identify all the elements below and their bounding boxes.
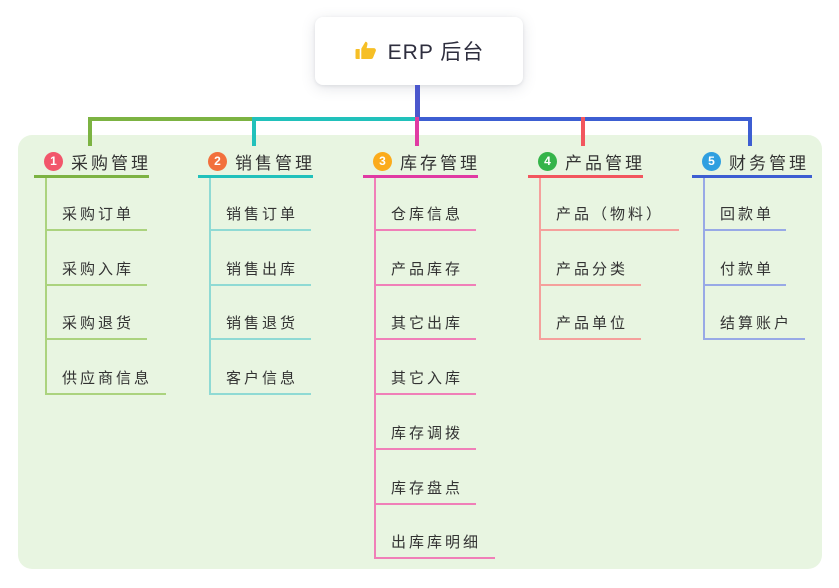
child-underline xyxy=(209,338,311,340)
branch-drop-2 xyxy=(252,117,256,146)
child-underline xyxy=(45,338,147,340)
branch-number-badge: 1 xyxy=(44,151,63,171)
child-node[interactable]: 销售出库 xyxy=(226,261,299,278)
branch-underline xyxy=(692,175,812,178)
branch-spine xyxy=(45,178,47,395)
child-node[interactable]: 销售退货 xyxy=(226,315,299,332)
child-underline xyxy=(209,229,311,231)
child-node[interactable]: 客户信息 xyxy=(226,370,299,387)
root-connector xyxy=(415,85,420,121)
root-node[interactable]: ERP 后台 xyxy=(315,17,523,85)
child-underline xyxy=(374,448,476,450)
background-panel xyxy=(18,135,822,569)
child-node[interactable]: 产品单位 xyxy=(556,315,629,332)
child-underline xyxy=(539,284,641,286)
child-underline xyxy=(703,338,805,340)
branch-underline xyxy=(363,175,478,178)
child-node[interactable]: 产品库存 xyxy=(391,261,464,278)
child-node[interactable]: 回款单 xyxy=(720,206,775,223)
child-node[interactable]: 其它入库 xyxy=(391,370,464,387)
branch-node-3[interactable]: 3 库存管理 xyxy=(373,148,480,174)
child-node[interactable]: 库存调拨 xyxy=(391,425,464,442)
branch-underline xyxy=(198,175,313,178)
child-underline xyxy=(374,229,476,231)
child-node[interactable]: 产品（物料） xyxy=(556,206,665,223)
branch-number-badge: 3 xyxy=(373,151,392,171)
child-node[interactable]: 产品分类 xyxy=(556,261,629,278)
child-underline xyxy=(374,393,476,395)
child-node[interactable]: 结算账户 xyxy=(720,315,793,332)
child-underline xyxy=(703,229,786,231)
child-underline xyxy=(703,284,786,286)
branch-underline xyxy=(528,175,643,178)
branch-spine xyxy=(374,178,376,559)
branch-drop-4 xyxy=(581,117,585,146)
child-node[interactable]: 采购订单 xyxy=(62,206,135,223)
branch-number-badge: 5 xyxy=(702,151,721,171)
branch-title: 库存管理 xyxy=(400,153,480,173)
root-label: ERP 后台 xyxy=(387,41,485,64)
child-node[interactable]: 采购入库 xyxy=(62,261,135,278)
child-underline xyxy=(539,338,641,340)
child-underline xyxy=(45,229,147,231)
child-node[interactable]: 出库库明细 xyxy=(391,534,482,551)
child-node[interactable]: 库存盘点 xyxy=(391,480,464,497)
child-underline xyxy=(374,557,495,559)
branch-title: 产品管理 xyxy=(565,153,645,173)
child-node[interactable]: 仓库信息 xyxy=(391,206,464,223)
child-underline xyxy=(374,284,476,286)
branch-drop-5 xyxy=(748,117,752,146)
child-node[interactable]: 付款单 xyxy=(720,261,775,278)
bus-segment-1 xyxy=(88,117,256,121)
branch-underline xyxy=(34,175,149,178)
branch-number-badge: 4 xyxy=(538,151,557,171)
child-node[interactable]: 供应商信息 xyxy=(62,370,153,387)
child-node[interactable]: 其它出库 xyxy=(391,315,464,332)
child-underline xyxy=(209,284,311,286)
branch-spine xyxy=(209,178,211,395)
child-node[interactable]: 采购退货 xyxy=(62,315,135,332)
branch-spine xyxy=(703,178,705,340)
bus-segment-2 xyxy=(252,117,419,121)
child-underline xyxy=(209,393,311,395)
branch-drop-1 xyxy=(88,117,92,146)
child-underline xyxy=(374,503,476,505)
branch-node-2[interactable]: 2 销售管理 xyxy=(208,148,315,174)
branch-drop-3 xyxy=(415,117,419,146)
child-underline xyxy=(374,338,476,340)
child-node[interactable]: 销售订单 xyxy=(226,206,299,223)
branch-node-1[interactable]: 1 采购管理 xyxy=(44,148,151,174)
branch-title: 采购管理 xyxy=(71,153,151,173)
child-underline xyxy=(45,284,147,286)
child-underline xyxy=(539,229,679,231)
branch-title: 销售管理 xyxy=(235,153,315,173)
thumbs-up-icon xyxy=(354,39,378,63)
child-underline xyxy=(45,393,166,395)
branch-node-4[interactable]: 4 产品管理 xyxy=(538,148,645,174)
branch-node-5[interactable]: 5 财务管理 xyxy=(702,148,809,174)
branch-spine xyxy=(539,178,541,340)
branch-title: 财务管理 xyxy=(729,153,809,173)
branch-number-badge: 2 xyxy=(208,151,227,171)
